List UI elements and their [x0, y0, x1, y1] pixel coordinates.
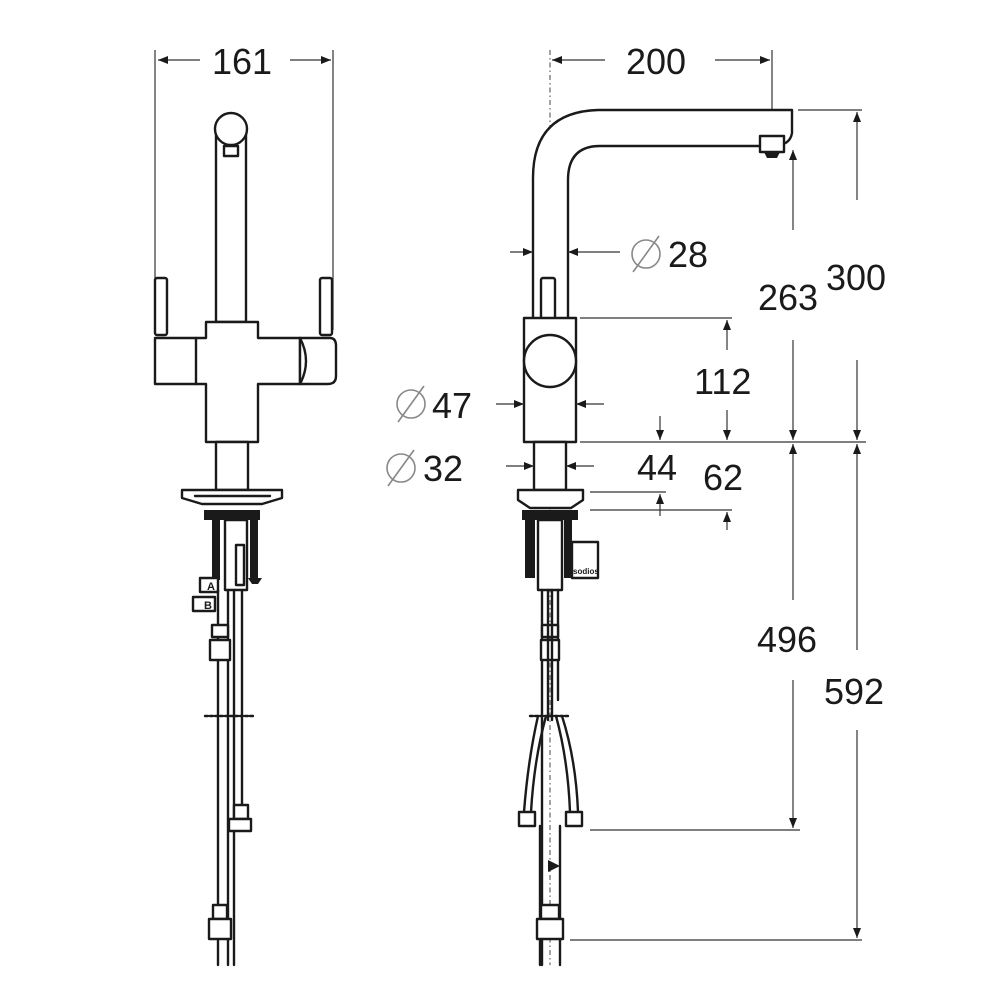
diameter-symbol-28	[631, 235, 661, 273]
hose-tag-b	[191, 595, 217, 613]
hose-label-a: A	[207, 581, 215, 593]
front-left-lever	[153, 276, 169, 337]
dim-263: 263	[758, 277, 818, 318]
diameter-symbol-32	[386, 449, 416, 487]
dimension-lines	[158, 56, 866, 941]
dim-47: 47	[432, 385, 472, 426]
hose-tag-a	[198, 576, 220, 594]
side-spout	[531, 108, 794, 324]
front-view: A B	[153, 50, 338, 967]
front-neck	[214, 440, 250, 492]
dim-62: 62	[703, 457, 743, 498]
diameter-symbol-47	[396, 385, 426, 423]
side-cartridge	[522, 333, 578, 389]
front-spout-tube	[214, 130, 248, 324]
side-view: sodios	[516, 50, 794, 967]
dim-300: 300	[826, 257, 886, 298]
front-right-lever	[318, 276, 334, 337]
side-aerator	[758, 134, 786, 154]
front-mount-nut	[204, 510, 260, 520]
side-tag	[570, 540, 600, 580]
dim-592: 592	[824, 671, 884, 712]
side-mount-nut	[522, 510, 578, 520]
side-tag-label: sodios	[573, 567, 599, 576]
dim-44: 44	[637, 447, 677, 488]
dimension-values: 161 200 28 300 263 112 47 32 44 62 496 5…	[212, 41, 886, 712]
dim-200: 200	[626, 41, 686, 82]
dim-112: 112	[694, 361, 751, 402]
side-neck	[532, 440, 568, 492]
dim-28: 28	[668, 234, 708, 275]
dim-32: 32	[423, 448, 463, 489]
front-body	[153, 320, 302, 444]
hose-label-b: B	[204, 600, 212, 612]
front-spout-head	[213, 111, 249, 147]
dim-161: 161	[212, 41, 272, 82]
dim-496: 496	[757, 619, 817, 660]
side-base-plate	[516, 488, 585, 510]
